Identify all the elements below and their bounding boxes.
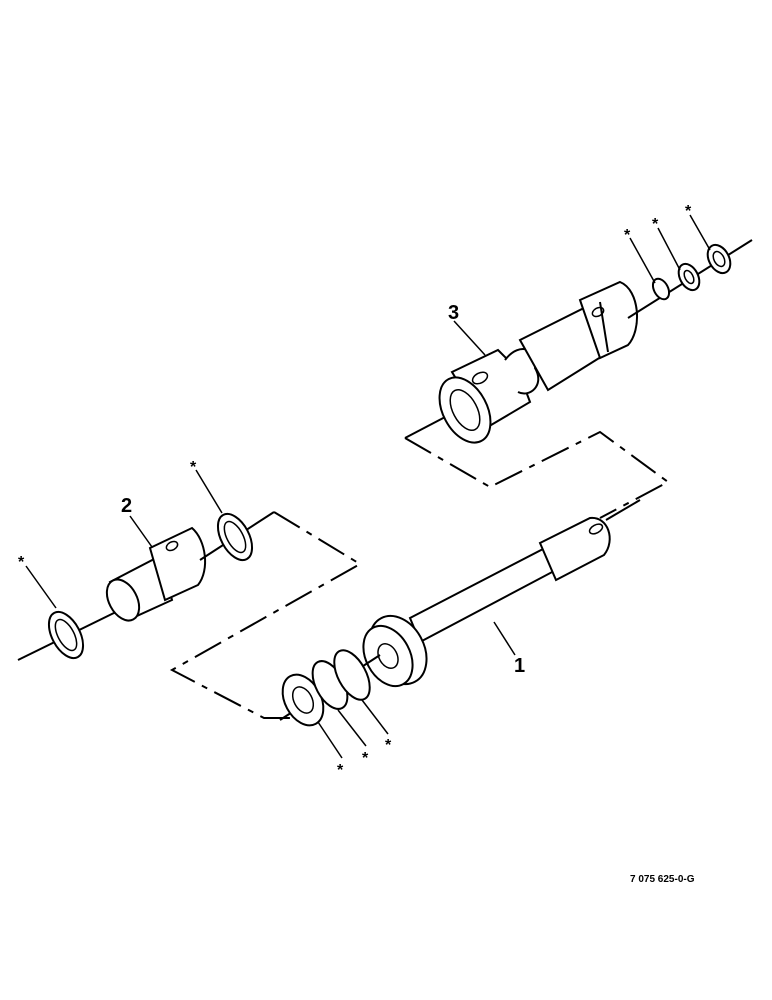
assembly-line-part-2 xyxy=(169,511,362,719)
part-3-seal-rings xyxy=(651,243,732,301)
seal-marker: * xyxy=(652,216,659,233)
callout-part-2: 2 xyxy=(121,495,132,517)
part-1-seal-rings xyxy=(281,649,371,727)
callout-part-3: 3 xyxy=(448,302,459,324)
seal-marker: * xyxy=(190,459,197,476)
seal-ring xyxy=(651,277,671,301)
callout-part-1: 1 xyxy=(514,655,525,677)
drawing-reference-number: 7 075 625-0-G xyxy=(630,874,695,885)
part-1-piston-rod xyxy=(279,499,641,721)
leader-lines xyxy=(25,214,711,759)
seal-marker: * xyxy=(362,750,369,767)
seal-ring xyxy=(333,649,371,701)
seal-marker: * xyxy=(624,227,631,244)
seal-marker: * xyxy=(337,762,344,779)
assembly-line-part-3 xyxy=(404,430,670,519)
part-3-cylinder-barrel xyxy=(404,239,753,444)
seal-marker: * xyxy=(385,737,392,754)
seal-marker: * xyxy=(18,554,25,571)
seal-marker: * xyxy=(685,203,692,220)
